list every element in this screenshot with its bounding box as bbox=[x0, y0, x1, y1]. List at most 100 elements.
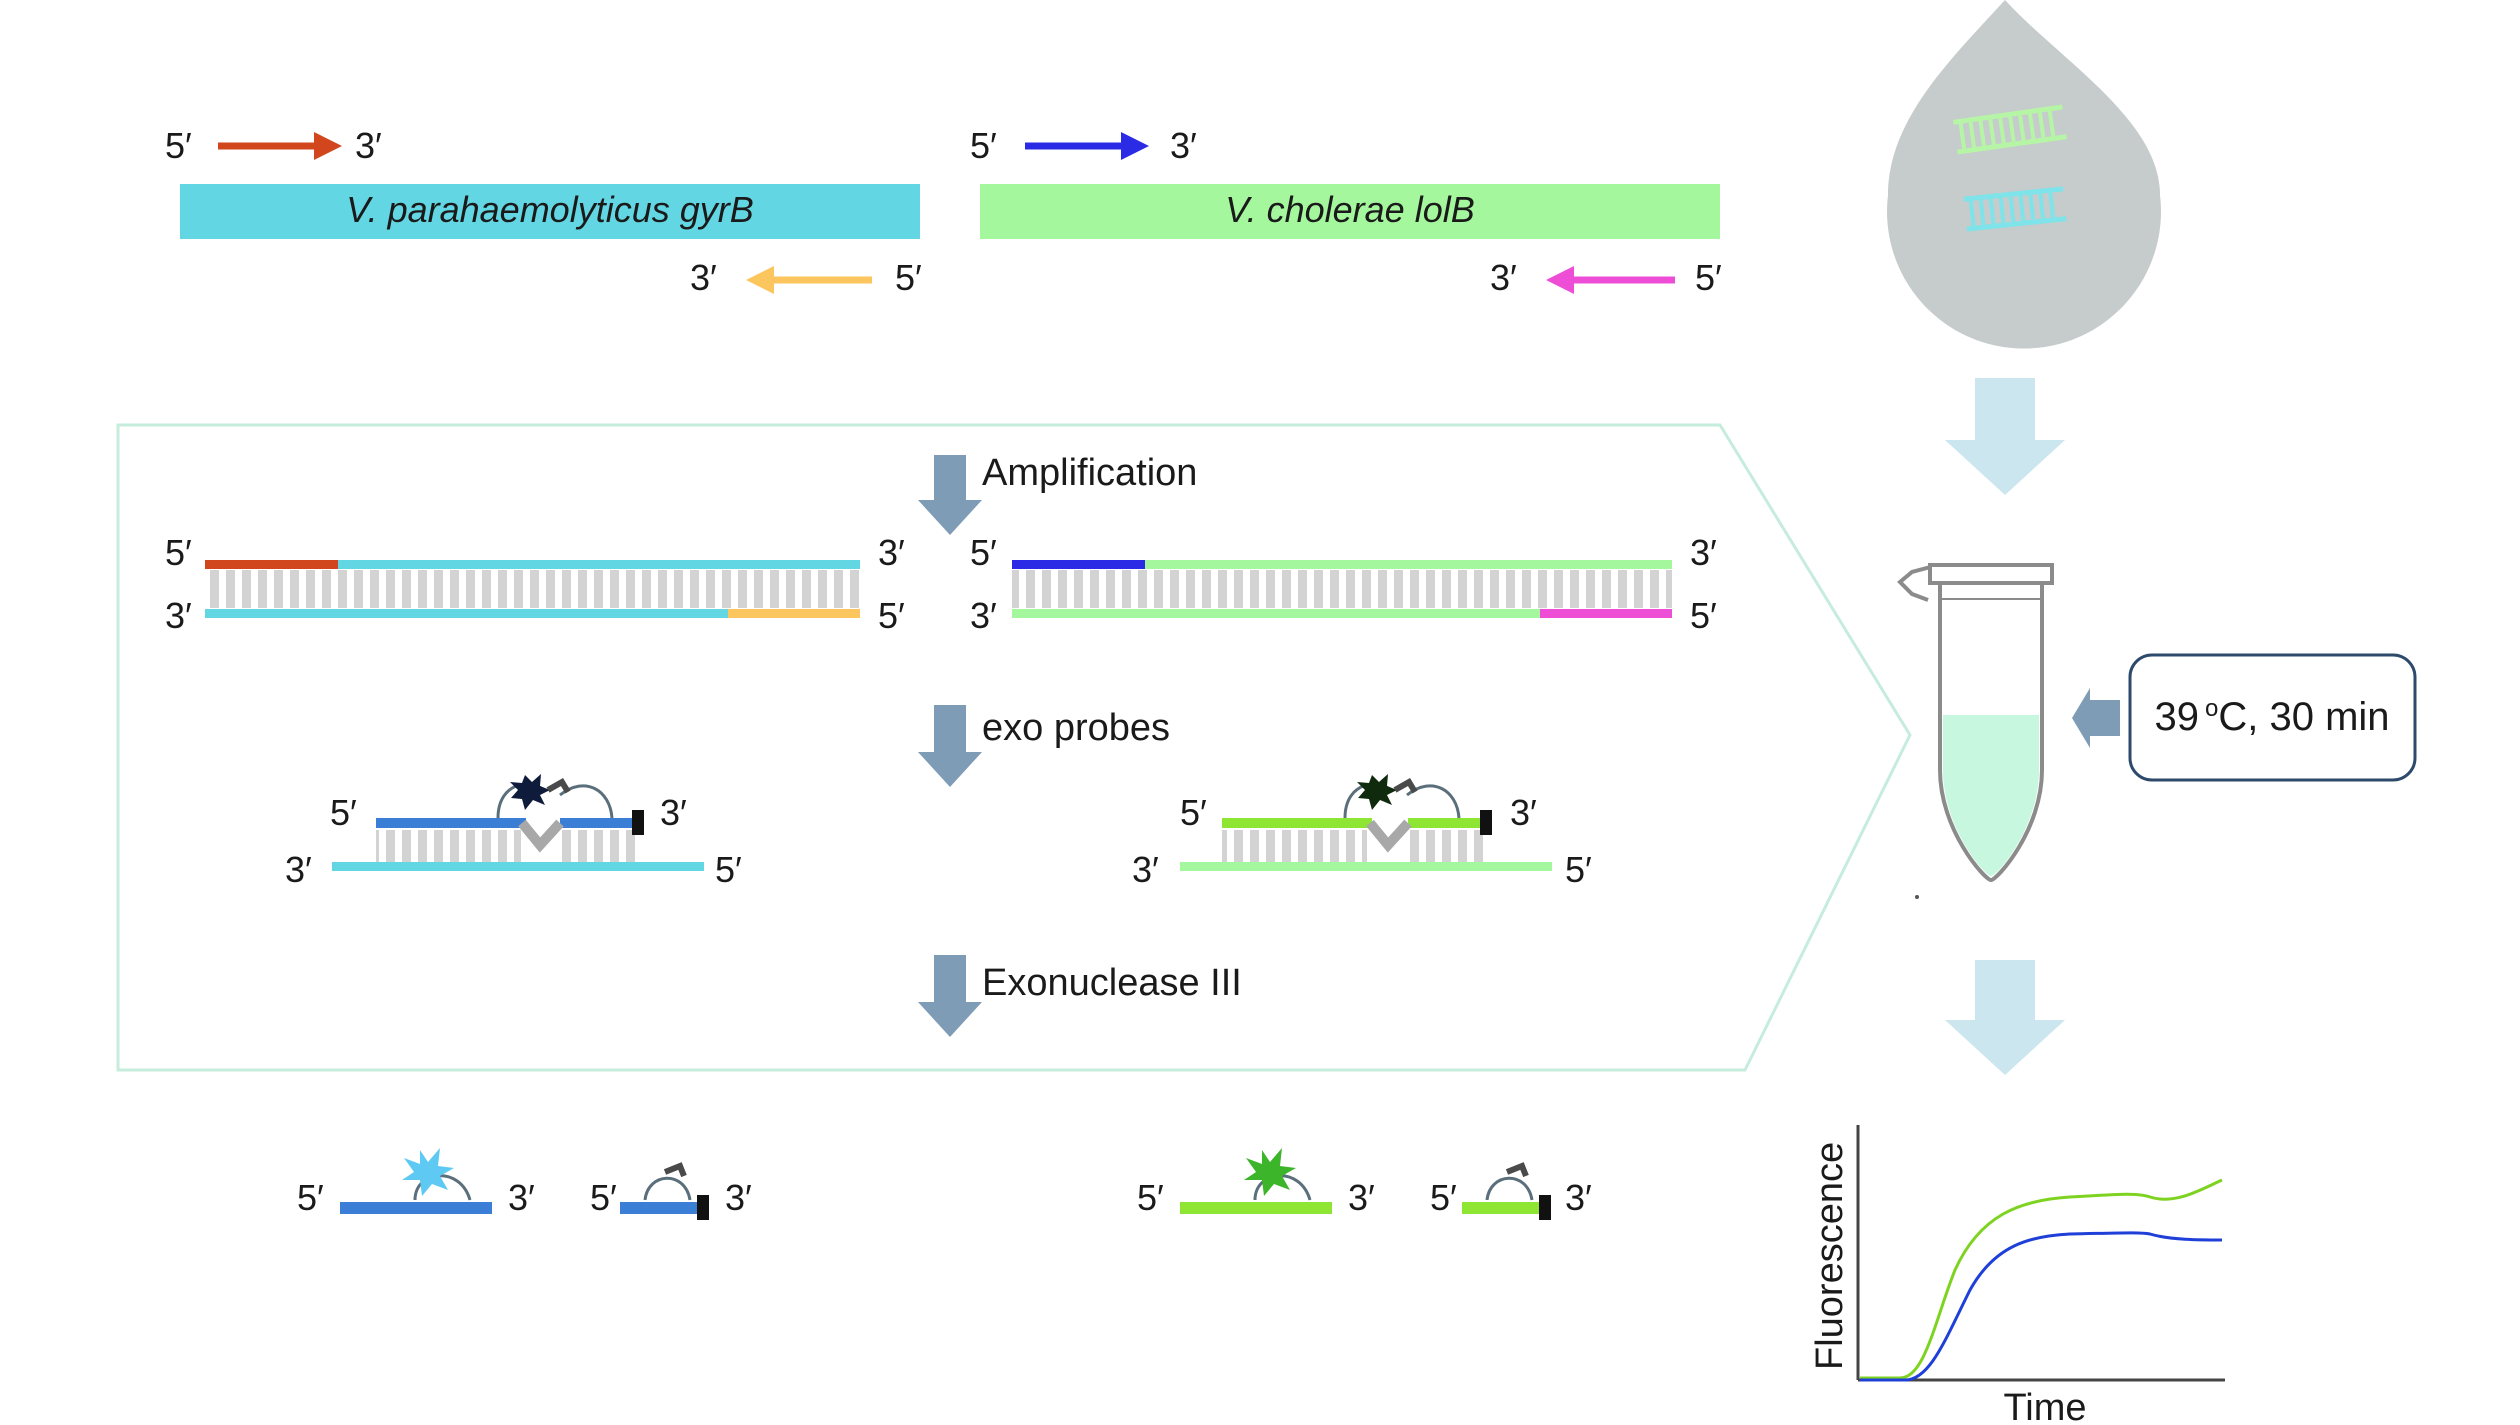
vc-probe-thf-site bbox=[1366, 819, 1412, 853]
plot-y-label: Fluorescence bbox=[1809, 1142, 1851, 1370]
vp-frag-3: 3′ bbox=[725, 1177, 752, 1218]
exonuclease-label: Exonuclease III bbox=[982, 962, 1242, 1004]
quencher-icon-released-green bbox=[1505, 1162, 1529, 1178]
fluorophore-quenched-icon bbox=[510, 774, 550, 810]
blocker-icon-green bbox=[1480, 810, 1492, 835]
quencher-icon-released bbox=[663, 1162, 687, 1178]
vc-target-3: 3′ bbox=[1132, 849, 1159, 890]
vp-quencher-fragment bbox=[620, 1202, 700, 1214]
vc-probe-left-segment bbox=[1222, 818, 1372, 828]
droplet-icon bbox=[1887, 0, 2161, 349]
fluorescent-signal-blue-icon bbox=[402, 1148, 454, 1196]
vc-rev-3-label: 3′ bbox=[1490, 257, 1517, 298]
reaction-detail-panel bbox=[116, 423, 1912, 1072]
vp-target-strand bbox=[332, 862, 704, 871]
vp-released-fragment bbox=[340, 1202, 492, 1214]
vp-amp-top-strand bbox=[205, 560, 860, 569]
vc-amp-bottom-strand bbox=[1012, 609, 1672, 618]
fluorescent-signal-green-icon bbox=[1244, 1148, 1296, 1196]
vc-gene-label: V. cholerae lolB bbox=[1225, 189, 1474, 230]
vc-quencher-linker bbox=[1485, 1176, 1534, 1201]
vp-probe-5: 5′ bbox=[330, 792, 357, 833]
condition-degree: o bbox=[2205, 695, 2218, 722]
tube-liquid bbox=[1943, 715, 2039, 876]
decorative-dot bbox=[1915, 895, 1919, 899]
vp-probe-thf-site bbox=[518, 819, 564, 853]
vc-amp-top-strand bbox=[1012, 560, 1672, 569]
vc-amp-5-top: 5′ bbox=[970, 532, 997, 573]
vp-cleaved-products: 5′ 3′ 5′ 3′ bbox=[297, 1148, 752, 1220]
vc-amp-5-bottom: 5′ bbox=[1690, 595, 1717, 636]
vc-fwd-3-label: 3′ bbox=[1170, 125, 1197, 166]
flow-arrow-down-2 bbox=[1945, 960, 2065, 1075]
vc-probe-3: 3′ bbox=[1510, 792, 1537, 833]
vc-target-strand bbox=[1180, 862, 1552, 871]
vc-prod-5: 5′ bbox=[1137, 1177, 1164, 1218]
vc-amplicon: 5′ 3′ 3′ 5′ bbox=[970, 532, 1717, 636]
green-dsdna-icon bbox=[1953, 104, 2067, 155]
vc-primer-section: 5′ 3′ V. cholerae lolB 3′ 5′ bbox=[970, 125, 1722, 298]
condition-rest: C, 30 min bbox=[2218, 695, 2389, 739]
plot-green-curve bbox=[1860, 1178, 2223, 1380]
vp-amp-forward-primer bbox=[205, 560, 338, 569]
vc-probe-base-pairs-right bbox=[1408, 830, 1483, 862]
vc-rev-5-label: 5′ bbox=[1695, 257, 1722, 298]
vc-probe-base-pairs-left bbox=[1222, 830, 1367, 862]
vc-frag-3: 3′ bbox=[1565, 1177, 1592, 1218]
vc-target-5: 5′ bbox=[1565, 849, 1592, 890]
vc-fwd-5-label: 5′ bbox=[970, 125, 997, 166]
vp-amp-base-pairs bbox=[205, 570, 860, 608]
blocker-icon-released-green bbox=[1539, 1195, 1551, 1220]
vp-primer-section: 5′ 3′ V. parahaemolyticus gyrB 3′ 5′ bbox=[165, 125, 922, 298]
vp-fwd-3-label: 3′ bbox=[355, 125, 382, 166]
vp-probe-complex: 5′ 3′ 3′ 5′ bbox=[285, 774, 742, 890]
vp-probe-right-segment bbox=[560, 818, 635, 828]
flow-arrow-down-1 bbox=[1945, 378, 2065, 495]
vp-probe-3: 3′ bbox=[660, 792, 687, 833]
vp-probe-base-pairs-right bbox=[560, 830, 635, 862]
vp-amp-reverse-primer bbox=[728, 609, 860, 618]
blocker-icon bbox=[632, 810, 644, 835]
vp-amp-5-bottom: 5′ bbox=[878, 595, 905, 636]
amplification-arrow bbox=[918, 455, 982, 535]
plot-x-label: Time bbox=[2003, 1387, 2086, 1425]
vp-gene-bar bbox=[180, 184, 920, 239]
cyan-dsdna-icon bbox=[1963, 186, 2067, 232]
vc-amp-base-pairs bbox=[1012, 570, 1672, 608]
vp-gene-label: V. parahaemolyticus gyrB bbox=[346, 189, 754, 230]
exo-probes-label: exo probes bbox=[982, 707, 1170, 749]
vc-amp-forward-primer bbox=[1012, 560, 1145, 569]
fluorophore-quenched-icon-green bbox=[1357, 774, 1397, 810]
plot-blue-curve bbox=[1860, 1231, 2223, 1382]
vc-cleaved-products: 5′ 3′ 5′ 3′ bbox=[1137, 1148, 1592, 1220]
vp-target-5: 5′ bbox=[715, 849, 742, 890]
vp-rev-5-label: 5′ bbox=[895, 257, 922, 298]
quencher-icon-green bbox=[1393, 777, 1418, 794]
vp-quencher-linker bbox=[643, 1176, 692, 1201]
microtube-icon bbox=[1897, 563, 2054, 883]
vp-target-3: 3′ bbox=[285, 849, 312, 890]
vc-amp-reverse-primer bbox=[1540, 609, 1672, 618]
vp-frag-5: 5′ bbox=[590, 1177, 617, 1218]
vc-probe-5: 5′ bbox=[1180, 792, 1207, 833]
vp-prod-5: 5′ bbox=[297, 1177, 324, 1218]
vp-probe-left-segment bbox=[376, 818, 526, 828]
vc-amp-3-bottom: 3′ bbox=[970, 595, 997, 636]
vp-amplicon: 5′ 3′ 3′ 5′ bbox=[165, 532, 905, 636]
exo-probes-arrow bbox=[918, 705, 982, 787]
vp-rev-3-label: 3′ bbox=[690, 257, 717, 298]
fluorescence-plot: Fluorescence Time bbox=[1809, 1125, 2225, 1425]
vc-prod-3: 3′ bbox=[1348, 1177, 1375, 1218]
vc-probe-complex: 5′ 3′ 3′ 5′ bbox=[1132, 774, 1592, 890]
vc-gene-bar bbox=[980, 184, 1720, 239]
vp-amp-bottom-strand bbox=[205, 609, 860, 618]
incubation-arrow bbox=[2072, 688, 2120, 748]
vc-amp-3-top: 3′ bbox=[1690, 532, 1717, 573]
vc-quencher-fragment bbox=[1462, 1202, 1542, 1214]
blocker-icon-released bbox=[697, 1195, 709, 1220]
vc-frag-5: 5′ bbox=[1430, 1177, 1457, 1218]
vp-probe-base-pairs-left bbox=[376, 830, 521, 862]
vc-released-fragment bbox=[1180, 1202, 1332, 1214]
